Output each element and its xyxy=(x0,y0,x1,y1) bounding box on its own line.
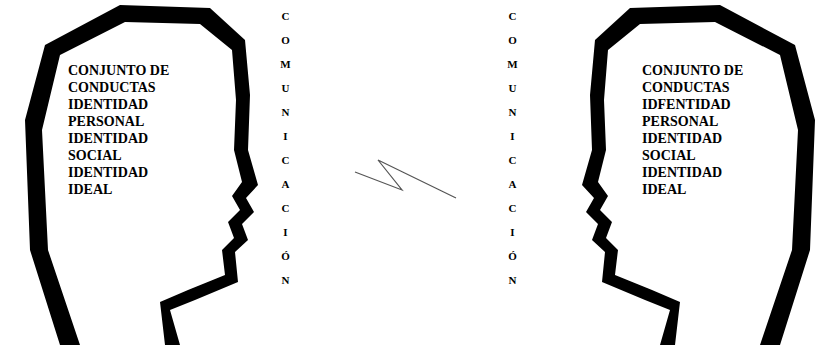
concept-text: IDENTIDAD SOCIAL xyxy=(642,130,757,164)
concept-text: CONJUNTO DE CONDUCTAS xyxy=(68,62,183,96)
zigzag-line xyxy=(355,160,456,198)
head-interior xyxy=(598,22,798,345)
text-group: CONJUNTO DE CONDUCTASIDFENTIDAD PERSONAL… xyxy=(642,62,757,198)
head-interior xyxy=(42,22,242,345)
concept-text: IDENTIDAD IDEAL xyxy=(642,164,757,198)
concept-text: IDENTIDAD PERSONAL xyxy=(68,96,183,130)
vertical-label: COMUNICACIÓN xyxy=(280,4,291,292)
vertical-label: COMUNICACIÓN xyxy=(507,4,518,292)
concept-text: IDENTIDAD IDEAL xyxy=(68,164,183,198)
text-group: CONJUNTO DE CONDUCTASIDENTIDAD PERSONALI… xyxy=(68,62,183,198)
concept-text: CONJUNTO DE CONDUCTAS xyxy=(642,62,757,96)
head-node: CONJUNTO DE CONDUCTASIDFENTIDAD PERSONAL… xyxy=(580,0,820,345)
concept-text: IDENTIDAD SOCIAL xyxy=(68,130,183,164)
head-node: CONJUNTO DE CONDUCTASIDENTIDAD PERSONALI… xyxy=(20,0,260,345)
head-outline xyxy=(25,5,258,345)
concept-text: IDFENTIDAD PERSONAL xyxy=(642,96,757,130)
head-outline xyxy=(582,5,815,345)
